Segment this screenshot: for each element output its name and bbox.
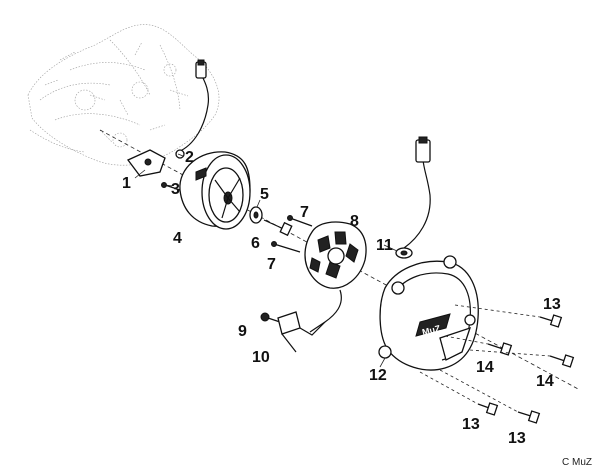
sensor-cable [175, 59, 210, 159]
cable-clip-and-screw [260, 311, 326, 353]
callout-8: 8 [350, 213, 359, 230]
callout-7-upper: 7 [300, 204, 309, 221]
copyright-credit: C MuZ [562, 457, 592, 468]
leader-lines [134, 153, 398, 368]
flywheel-rotor [179, 151, 251, 230]
callout-5: 5 [260, 186, 269, 203]
callout-4: 4 [173, 230, 182, 247]
bolt-13-lower-right [517, 410, 541, 424]
stator-screws [271, 215, 313, 253]
callout-14-mid: 14 [476, 359, 494, 376]
bolt-13-lower-left [477, 402, 499, 416]
center-bolt [263, 219, 293, 237]
cover-bolts [419, 304, 575, 424]
washer [249, 206, 263, 224]
bolt-14-right [549, 354, 575, 368]
callout-13-lower-left: 13 [462, 416, 480, 433]
callout-12: 12 [369, 367, 387, 384]
callout-2: 2 [185, 149, 194, 166]
callout-11: 11 [376, 237, 393, 254]
callout-10: 10 [252, 349, 270, 366]
bolt-14-mid [487, 342, 513, 356]
callout-9: 9 [238, 323, 247, 340]
callout-labels: 1 2 3 4 5 6 7 7 8 9 10 11 12 13 13 13 14… [122, 149, 561, 447]
sensor-bracket [126, 149, 181, 191]
callout-7-lower: 7 [267, 256, 276, 273]
generator-cover: MuZ [378, 255, 479, 371]
engine-block-outline [27, 24, 220, 166]
callout-14-right: 14 [536, 373, 554, 390]
callout-6: 6 [251, 235, 260, 252]
bolt-13-top [539, 314, 563, 328]
cover-logo: MuZ [421, 323, 442, 337]
callout-13-lower-right: 13 [508, 430, 526, 447]
stator-coil [304, 221, 367, 333]
callout-13-top: 13 [543, 296, 561, 313]
callout-1: 1 [122, 175, 131, 192]
stator-cable-grommet [395, 136, 431, 259]
callout-3: 3 [171, 181, 180, 198]
